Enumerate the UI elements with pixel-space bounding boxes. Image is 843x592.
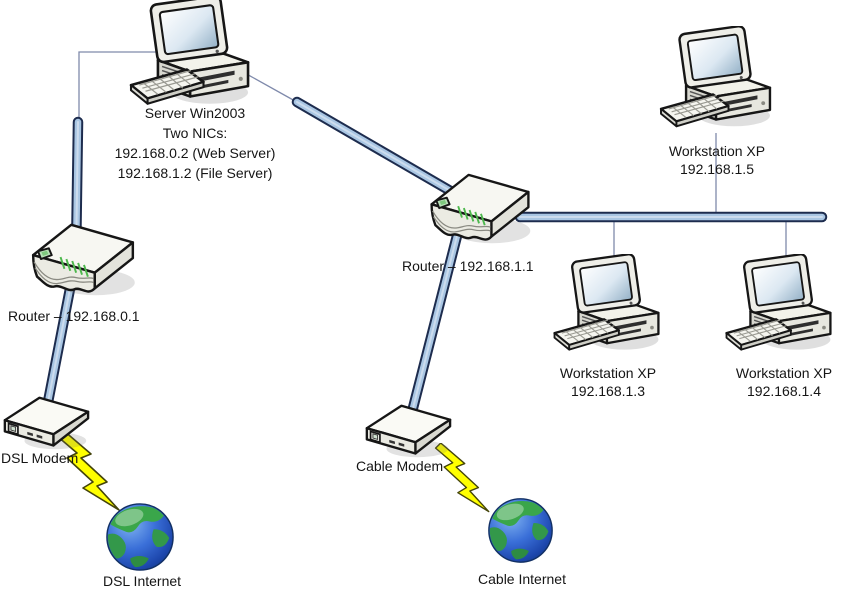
server-label-line2: Two NICs: (162, 125, 228, 141)
workstation-top-label: Workstation XP 192.168.1.5 (646, 142, 788, 178)
dsl-internet-globe-icon (107, 504, 173, 570)
cable-modem-label: Cable Modem (356, 458, 444, 474)
connector-server-to-dsl-cable (78, 51, 163, 122)
server-label-line1: Server Win2003 (144, 105, 246, 121)
dsl-router-label: Router – 192.168.0.1 (8, 308, 140, 324)
cable-server-to-router (291, 96, 472, 206)
dsl-modem-icon (3, 396, 90, 451)
dsl-internet-label: DSL Internet (102, 573, 182, 589)
workstation-left-label: Workstation XP 192.168.1.3 (537, 364, 679, 400)
main-router-label: Router – 192.168.1.1 (402, 258, 534, 274)
cable-router-to-cable-modem (407, 222, 465, 414)
workstation-right-name: Workstation XP (735, 365, 833, 381)
lightning-cable-icon (434, 443, 490, 513)
server-label: Server Win2003 Two NICs: 192.168.0.2 (We… (85, 103, 305, 183)
workstation-right-icon (725, 254, 832, 351)
server-label-line4: 192.168.1.2 (File Server) (117, 165, 273, 181)
dsl-modem-label: DSL Modem (1, 450, 79, 466)
workstation-right-label: Workstation XP 192.168.1.4 (713, 364, 843, 400)
workstation-top-name: Workstation XP (668, 143, 766, 159)
dsl-router-icon (31, 223, 137, 297)
cable-internet-label: Cable Internet (478, 571, 566, 587)
cable-internet-globe-icon (489, 499, 552, 562)
workstation-top-icon (659, 26, 772, 128)
server-label-line3: 192.168.0.2 (Web Server) (114, 145, 276, 161)
workstation-right-ip: 192.168.1.4 (747, 383, 821, 399)
workstation-left-ip: 192.168.1.3 (571, 383, 645, 399)
workstation-top-ip: 192.168.1.5 (680, 161, 754, 177)
cable-modem-icon (365, 404, 452, 459)
workstation-left-name: Workstation XP (559, 365, 657, 381)
workstation-left-icon (553, 254, 660, 351)
connector-server-to-main-cable (242, 71, 296, 102)
